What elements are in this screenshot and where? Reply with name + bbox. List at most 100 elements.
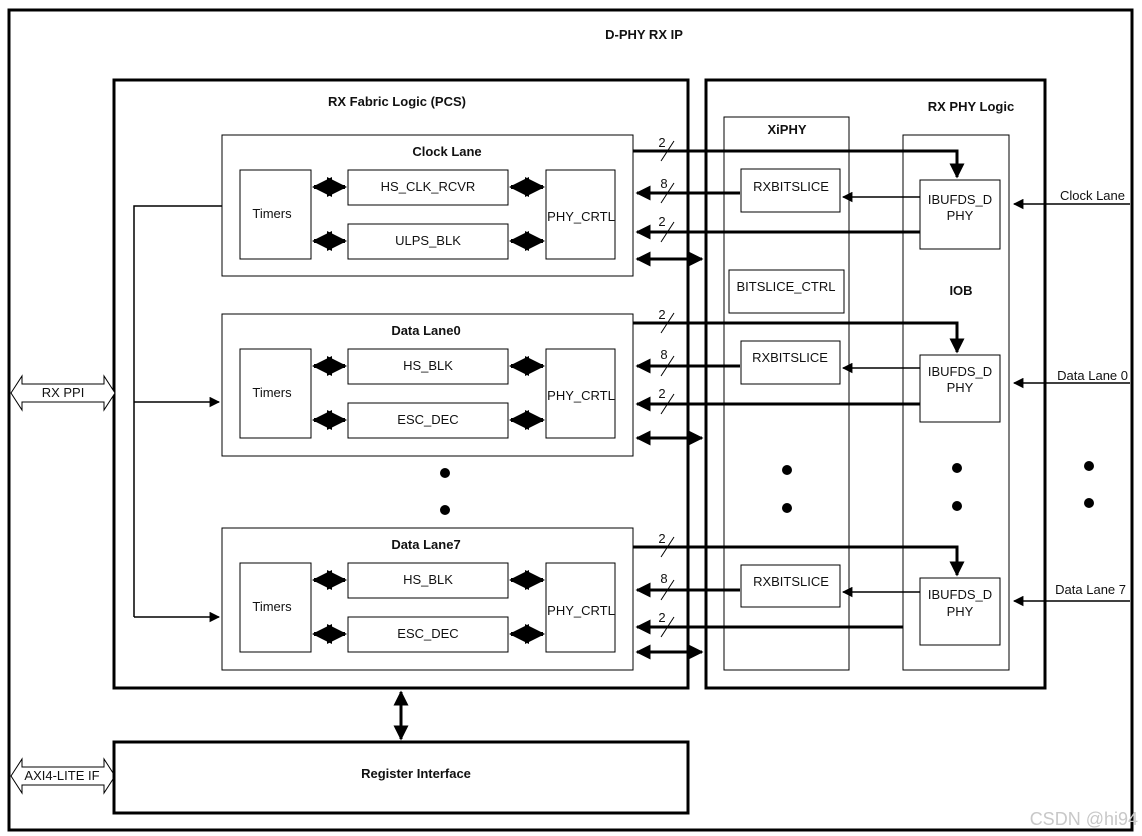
lane7-hs-blk-label: HS_BLK bbox=[403, 572, 453, 587]
clock-rxbitslice-label: RXBITSLICE bbox=[753, 179, 829, 194]
ip-boundary bbox=[7, 8, 1134, 832]
iob-dot-1 bbox=[952, 463, 962, 473]
lane0-esc-dec-label: ESC_DEC bbox=[397, 412, 458, 427]
register-interface-label: Register Interface bbox=[361, 766, 471, 781]
bitslice-ctrl-block bbox=[728, 269, 845, 314]
data-lane0-title: Data Lane0 bbox=[391, 323, 460, 338]
lane0-phy-crtl-box bbox=[545, 348, 616, 439]
data-lane7-group: Data Lane7 Timers HS_BLK ESC_DEC PHY_CRT… bbox=[221, 527, 1130, 671]
pcs-dot-1 bbox=[440, 468, 450, 478]
lane7-rxbitslice-label: RXBITSLICE bbox=[753, 574, 829, 589]
clock-to-ibufds-wire bbox=[633, 149, 965, 179]
lane0-timers-label: Timers bbox=[252, 385, 292, 400]
lane7-hs-blk-box bbox=[347, 562, 509, 599]
clock-bus-width-3: 2 bbox=[658, 214, 665, 229]
lane0-rxbitslice-box bbox=[740, 340, 841, 385]
rx-ppi-interface: RX PPI bbox=[10, 374, 116, 412]
hs-clk-rcvr-label: HS_CLK_RCVR bbox=[381, 179, 476, 194]
pcs-dot-2 bbox=[440, 505, 450, 515]
clock-phy-crtl-box bbox=[545, 169, 616, 260]
lane0-bus-width-2: 8 bbox=[660, 347, 667, 362]
data-lane7-box bbox=[221, 527, 634, 671]
ext-dot-2 bbox=[1084, 498, 1094, 508]
clock-timers-label: Timers bbox=[252, 206, 292, 221]
lane0-input-label: Data Lane 0 bbox=[1057, 368, 1128, 383]
lane0-rxbitslice-label: RXBITSLICE bbox=[752, 350, 828, 365]
clock-timers-box bbox=[239, 169, 312, 260]
data-lane0-group: Data Lane0 Timers HS_BLK ESC_DEC PHY_CRT… bbox=[221, 307, 1130, 457]
xiphy-dot-1 bbox=[782, 465, 792, 475]
lane7-phy-crtl-label: PHY_CRTL bbox=[547, 603, 615, 618]
lane0-to-ibufds-wire bbox=[633, 321, 965, 354]
clock-bus-slash-3 bbox=[660, 221, 675, 243]
ulps-blk-box bbox=[347, 223, 509, 260]
register-interface-block bbox=[112, 740, 690, 815]
axi4-lite-interface: AXI4-LITE IF bbox=[10, 757, 116, 795]
ulps-blk-label: ULPS_BLK bbox=[395, 233, 461, 248]
lane0-esc-dec-box bbox=[347, 402, 509, 439]
lane7-esc-dec-label: ESC_DEC bbox=[397, 626, 458, 641]
clock-bus-width-2: 8 bbox=[660, 176, 667, 191]
lane7-phy-crtl-box bbox=[545, 562, 616, 653]
lane0-timers-box bbox=[239, 348, 312, 439]
lane7-to-ibufds-wire bbox=[633, 545, 965, 577]
ip-title: D-PHY RX IP bbox=[605, 27, 683, 42]
lane0-ibufds-line2: PHY bbox=[947, 380, 974, 395]
data-lane7-title: Data Lane7 bbox=[391, 537, 460, 552]
lane7-bus-width-3: 2 bbox=[658, 610, 665, 625]
bitslice-ctrl-label: BITSLICE_CTRL bbox=[737, 279, 836, 294]
clock-bus-slash-1 bbox=[660, 140, 675, 162]
clock-rxbitslice-box bbox=[740, 168, 841, 213]
lane0-bus-slash-2 bbox=[660, 355, 675, 377]
rx-ppi-label: RX PPI bbox=[42, 385, 85, 400]
ext-dot-1 bbox=[1084, 461, 1094, 471]
hs-clk-rcvr-box bbox=[347, 169, 509, 206]
lane7-bus-width-1: 2 bbox=[658, 531, 665, 546]
clock-phy-crtl-label: PHY_CRTL bbox=[547, 209, 615, 224]
clock-ibufds-box bbox=[919, 179, 1001, 250]
rx-ppi-arrow-shape bbox=[10, 374, 116, 412]
timer-tree-trunk bbox=[133, 205, 222, 617]
lane7-timers-box bbox=[239, 562, 312, 653]
lane0-hs-blk-label: HS_BLK bbox=[403, 358, 453, 373]
lane7-bus-slash-1 bbox=[660, 536, 675, 558]
lane0-bus-slash-3 bbox=[660, 393, 675, 415]
xiphy-title: XiPHY bbox=[767, 122, 806, 137]
ellipsis-dots bbox=[440, 461, 1094, 515]
phy-block bbox=[704, 78, 1047, 690]
iob-dot-2 bbox=[952, 501, 962, 511]
phy-title: RX PHY Logic bbox=[928, 99, 1014, 114]
lane7-bus-width-2: 8 bbox=[660, 571, 667, 586]
clock-ibufds-line1: IBUFDS_D bbox=[928, 192, 992, 207]
lane0-bus-slash-1 bbox=[660, 312, 675, 334]
watermark: CSDN @hi94 bbox=[1029, 809, 1138, 829]
timer-distribution bbox=[133, 205, 222, 623]
clock-ibufds-line2: PHY bbox=[947, 208, 974, 223]
data-lane0-box bbox=[221, 313, 634, 457]
lane7-esc-dec-box bbox=[347, 616, 509, 653]
xiphy-column bbox=[723, 116, 850, 671]
lane0-bus-width-1: 2 bbox=[658, 307, 665, 322]
clock-lane-title: Clock Lane bbox=[412, 144, 481, 159]
clock-bus-slash-2 bbox=[660, 182, 675, 204]
lane7-rxbitslice-box bbox=[740, 564, 841, 608]
pcs-block bbox=[112, 78, 690, 690]
axi4-lite-label: AXI4-LITE IF bbox=[24, 768, 99, 783]
lane7-ibufds-line1: IBUFDS_D bbox=[928, 587, 992, 602]
clock-lane-input-label: Clock Lane bbox=[1060, 188, 1125, 203]
lane0-hs-blk-box bbox=[347, 348, 509, 385]
lane0-ibufds-box bbox=[919, 354, 1001, 423]
iob-label: IOB bbox=[949, 283, 972, 298]
lane7-ibufds-box bbox=[919, 577, 1001, 646]
lane7-input-label: Data Lane 7 bbox=[1055, 582, 1126, 597]
lane0-bus-width-3: 2 bbox=[658, 386, 665, 401]
lane7-ibufds-line2: PHY bbox=[947, 604, 974, 619]
clock-lane-group: Clock Lane Timers HS_CLK_RCVR ULPS_BLK P… bbox=[221, 134, 1130, 277]
lane7-timers-label: Timers bbox=[252, 599, 292, 614]
clock-bus-width-1: 2 bbox=[658, 135, 665, 150]
lane0-ibufds-line1: IBUFDS_D bbox=[928, 364, 992, 379]
lane7-bus-slash-3 bbox=[660, 616, 675, 638]
lane0-phy-crtl-label: PHY_CRTL bbox=[547, 388, 615, 403]
lane7-bus-slash-2 bbox=[660, 579, 675, 601]
